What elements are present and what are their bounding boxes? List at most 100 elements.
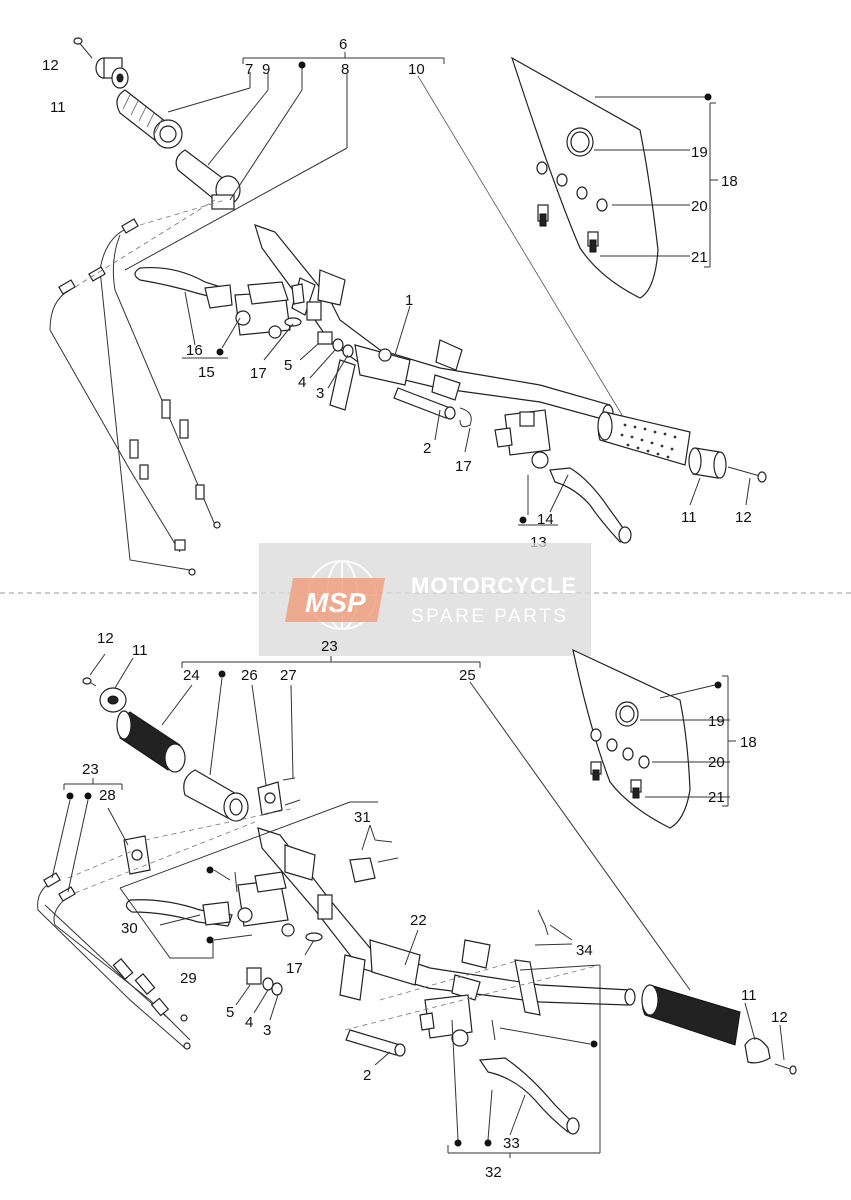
label-3-bottom: 3 <box>263 1022 271 1039</box>
label-17-top-left: 17 <box>250 365 267 382</box>
watermark-logo: MSP <box>305 587 366 618</box>
grip-end-screw-icon <box>73 37 93 59</box>
label-5-top: 5 <box>284 357 292 374</box>
label-4-bottom: 4 <box>245 1014 253 1031</box>
bar-end-cap-icon <box>99 687 127 713</box>
labels-bottom: 12 11 23 24 26 27 25 19 18 20 21 23 28 3… <box>82 630 788 1181</box>
label-28-bottom: 28 <box>99 787 116 804</box>
leader-lines-bottom <box>51 653 785 1158</box>
left-grip-icon <box>116 710 186 773</box>
right-master-cylinder-icon <box>419 994 496 1047</box>
label-4-top: 4 <box>298 374 306 391</box>
label-23-bottom-top: 23 <box>321 638 338 655</box>
label-20-top: 20 <box>691 198 708 215</box>
label-12-top-left: 12 <box>42 57 59 74</box>
throttle-tube-icon <box>175 149 241 210</box>
labels-top: 12 11 6 7 9 8 10 19 18 20 21 1 16 15 17 … <box>42 36 752 551</box>
label-21-bottom: 21 <box>708 789 725 806</box>
label-27-bottom: 27 <box>280 667 297 684</box>
right-grip-icon <box>597 411 691 466</box>
top-assembly: 12 11 6 7 9 8 10 19 18 20 21 1 16 15 17 … <box>42 36 767 576</box>
label-21-top: 21 <box>691 249 708 266</box>
label-15-top: 15 <box>198 364 215 381</box>
right-grip-icon <box>641 984 741 1046</box>
label-30-bottom: 30 <box>121 920 138 937</box>
label-10-top: 10 <box>408 61 425 78</box>
spacer-stack-icon <box>246 967 283 996</box>
label-5-bottom: 5 <box>226 1004 234 1021</box>
label-20-bottom: 20 <box>708 754 725 771</box>
throttle-cables-icon <box>49 199 226 576</box>
label-29-bottom: 29 <box>180 970 197 987</box>
bar-end-weight-right-icon <box>688 447 727 479</box>
label-11-bottom-right: 11 <box>741 987 757 1004</box>
label-2-top: 2 <box>423 440 431 457</box>
label-32-bottom: 32 <box>485 1164 502 1181</box>
label-7-top: 7 <box>245 61 253 78</box>
inset-panel-bottom <box>572 648 736 829</box>
label-1-top: 1 <box>405 292 413 309</box>
label-8-top: 8 <box>341 61 349 78</box>
grip-end-screw-icon <box>82 677 97 687</box>
throttle-tube-icon <box>183 769 249 822</box>
circlip-icon <box>305 932 323 942</box>
right-brake-lever-icon <box>478 1057 580 1135</box>
label-16-top: 16 <box>186 342 203 359</box>
cable-guide-icon <box>123 835 151 875</box>
bolt-icon <box>345 1029 406 1057</box>
label-17-top-right: 17 <box>455 458 472 475</box>
inset-panel-top <box>510 56 718 299</box>
label-12-bottom-left: 12 <box>97 630 114 647</box>
bar-end-cap-right-icon <box>744 1037 771 1064</box>
clamp-bolt-icon <box>374 839 549 936</box>
label-2-bottom: 2 <box>363 1067 371 1084</box>
right-master-cylinder-icon <box>494 409 551 469</box>
label-33-bottom: 33 <box>503 1135 520 1152</box>
grip-end-screw-right-icon <box>727 466 767 483</box>
label-3-top: 3 <box>316 385 324 402</box>
throttle-housing-icon <box>257 777 301 816</box>
bottom-assembly: 12 11 23 24 26 27 25 19 18 20 21 23 28 3… <box>37 630 797 1181</box>
left-grip-icon <box>116 89 183 149</box>
watermark-line2: SPARE PARTS <box>411 606 568 627</box>
msp-logo-badge <box>285 578 385 622</box>
label-11-bottom-left: 11 <box>132 642 148 659</box>
bolt-icon <box>393 387 456 420</box>
label-12-top-right: 12 <box>735 509 752 526</box>
throttle-cables-icon <box>37 807 296 1050</box>
right-brake-lever-icon <box>549 467 632 544</box>
handlebar-icon <box>254 224 614 422</box>
label-11-top-left: 11 <box>50 99 66 116</box>
label-18-bottom: 18 <box>740 734 757 751</box>
label-31-bottom: 31 <box>354 809 371 826</box>
label-24-bottom: 24 <box>183 667 200 684</box>
grip-end-screw-right-icon <box>774 1063 797 1075</box>
bar-end-weight-icon <box>95 57 129 89</box>
label-11-top-right: 11 <box>681 509 697 526</box>
label-22-bottom: 22 <box>410 912 427 929</box>
circlip-icon <box>284 317 302 327</box>
watermark: MSP MOTORCYCLE SPARE PARTS <box>259 543 591 656</box>
label-34-bottom: 34 <box>576 942 593 959</box>
label-19-top: 19 <box>691 144 708 161</box>
master-cylinder-icon <box>234 281 305 339</box>
label-26-bottom: 26 <box>241 667 258 684</box>
label-6-top: 6 <box>339 36 347 53</box>
label-9-top: 9 <box>262 61 270 78</box>
label-12-bottom-right: 12 <box>771 1009 788 1026</box>
watermark-line1: MOTORCYCLE <box>411 573 577 598</box>
left-brake-lever-icon <box>134 266 233 309</box>
leader-lines-top <box>124 52 626 421</box>
label-18-top: 18 <box>721 173 738 190</box>
left-brake-lever-icon <box>125 899 233 927</box>
spring-clip-icon <box>459 407 472 428</box>
spacer-stack-icon <box>306 301 354 358</box>
label-19-bottom: 19 <box>708 713 725 730</box>
master-cylinder-icon <box>234 871 295 937</box>
label-23-bottom-left: 23 <box>82 761 99 778</box>
label-25-bottom: 25 <box>459 667 476 684</box>
leader-lines-top-lower <box>182 291 751 526</box>
label-14-top: 14 <box>537 511 554 528</box>
handlebar-icon <box>257 827 636 1016</box>
